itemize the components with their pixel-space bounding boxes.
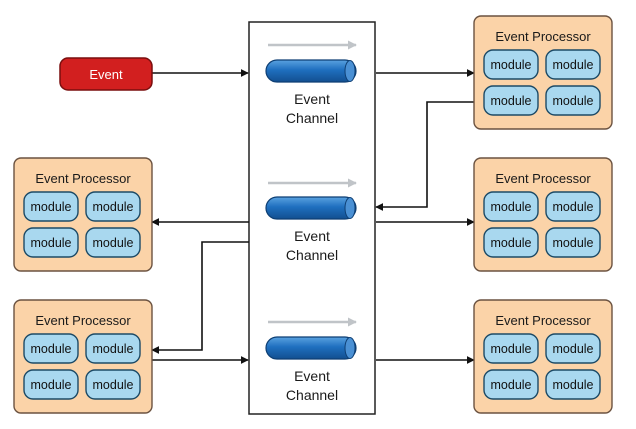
event-processor: Event Processor module module module module [473,299,613,414]
processor-title: Event Processor [35,171,131,186]
event-label: Event [89,67,123,82]
processor-title: Event Processor [35,313,131,328]
event-processor: Event Processor module module module module [13,299,153,414]
module-box: module [545,369,601,400]
module-box: module [85,333,141,364]
processor-title: Event Processor [495,29,591,44]
module-box: module [483,191,539,222]
module-box: module [545,191,601,222]
module-label: module [93,342,134,356]
module-box: module [545,49,601,80]
processor-title: Event Processor [495,171,591,186]
event-processor: Event Processor module module module module [13,157,153,272]
event-processor: Event Processor module module module module [473,15,613,130]
module-label: module [553,94,594,108]
module-label: module [93,378,134,392]
module-box: module [545,227,601,258]
connector-channel-2-to-processor-bottom-left [151,241,249,354]
module-label: module [93,200,134,214]
module-box: module [23,369,79,400]
module-label: module [553,342,594,356]
module-label: module [491,236,532,250]
module-label: module [491,58,532,72]
module-box: module [85,227,141,258]
module-box: module [483,369,539,400]
module-box: module [23,227,79,258]
module-label: module [491,342,532,356]
module-box: module [483,333,539,364]
channel-pipe [265,336,357,360]
module-label: module [31,200,72,214]
module-label: module [553,58,594,72]
module-box: module [85,369,141,400]
module-box: module [545,85,601,116]
module-label: module [553,236,594,250]
module-label: module [31,236,72,250]
module-box: module [545,333,601,364]
module-label: module [93,236,134,250]
channel-pipe [265,59,357,83]
module-label: module [491,94,532,108]
module-box: module [483,227,539,258]
module-label: module [31,378,72,392]
module-label: module [491,200,532,214]
connector-processor-top-right-to-channel-2 [375,101,474,211]
connectors [151,69,475,364]
module-box: module [483,85,539,116]
event-processor: Event Processor module module module module [473,157,613,272]
module-label: module [491,378,532,392]
module-label: module [31,342,72,356]
module-box: module [23,191,79,222]
module-box: module [483,49,539,80]
event-initiator: Event [59,57,153,91]
processor-title: Event Processor [495,313,591,328]
module-label: module [553,200,594,214]
channel-pipe [265,196,357,220]
module-label: module [553,378,594,392]
module-box: module [85,191,141,222]
module-box: module [23,333,79,364]
